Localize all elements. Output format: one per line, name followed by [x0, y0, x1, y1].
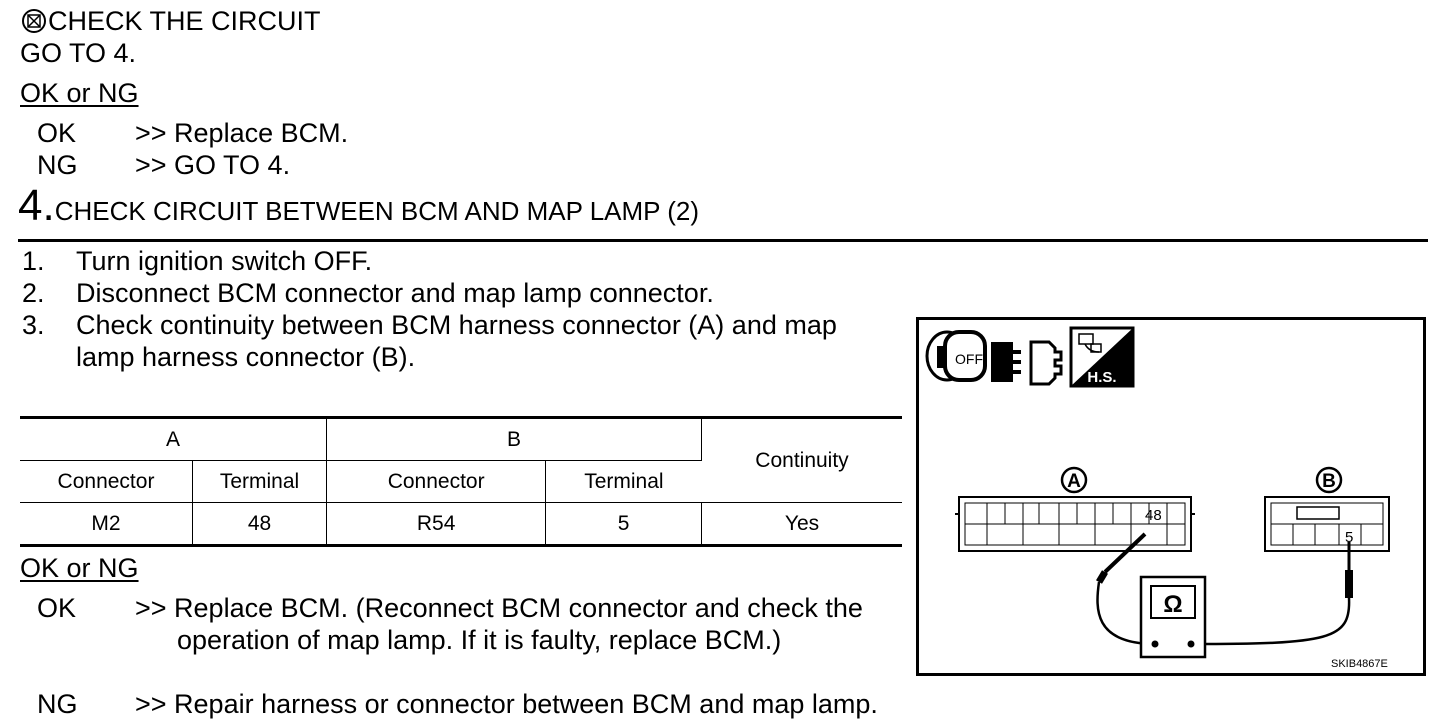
- terminal-48-label: 48: [1145, 507, 1162, 524]
- step4-ng-text: >> Repair harness or connector between B…: [135, 689, 878, 719]
- harness-side-icon: H.S.: [1069, 326, 1135, 388]
- prev-result-ok-text: >> Replace BCM.: [135, 118, 349, 148]
- figure-code: SKIB4867E: [1331, 658, 1388, 670]
- prev-ok-ng-label: OK or NG: [20, 78, 139, 108]
- instruction-2-num: 2.: [22, 278, 45, 308]
- hs-label: H.S.: [1087, 369, 1116, 386]
- instruction-1-num: 1.: [22, 246, 45, 276]
- prev-result-ok-key: OK: [37, 118, 77, 148]
- instruction-1-text: Turn ignition switch OFF.: [76, 246, 373, 276]
- cell-continuity: Yes: [701, 502, 902, 546]
- step4-ok-text-line2: operation of map lamp. If it is faulty, …: [177, 625, 782, 655]
- instruction-3-text-line2: lamp harness connector (B).: [76, 342, 416, 372]
- connector-a: A 48: [955, 466, 1195, 552]
- group-a-header: A: [20, 417, 327, 461]
- connector-b-label: B: [1322, 471, 1336, 492]
- prev-step-goto: GO TO 4.: [20, 38, 137, 68]
- sub-header-terminal-b: Terminal: [545, 460, 702, 503]
- cell-terminal-b: 5: [545, 502, 702, 546]
- step4-ok-text: >> Replace BCM. (Reconnect BCM connector…: [135, 593, 863, 623]
- instruction-3-num: 3.: [22, 310, 45, 340]
- connector-a-label: A: [1067, 471, 1081, 492]
- circle-x-icon: [22, 9, 46, 33]
- step4-ng-key: NG: [37, 689, 78, 719]
- prev-result-ng-key: NG: [37, 150, 78, 180]
- ohm-symbol: Ω: [1163, 591, 1182, 618]
- instruction-3-text: Check continuity between BCM harness con…: [76, 310, 837, 340]
- prev-step-title: CHECK THE CIRCUIT: [48, 6, 321, 36]
- step4-divider: [18, 239, 1428, 242]
- key-off-label: OFF: [955, 351, 983, 367]
- sub-header-terminal-a: Terminal: [192, 460, 327, 503]
- cell-connector-b: R54: [326, 502, 547, 546]
- terminal-5-label: 5: [1345, 529, 1353, 546]
- continuity-table: A B Continuity Connector Terminal Connec…: [20, 416, 902, 547]
- cell-connector-a: M2: [20, 502, 193, 546]
- step4-heading: 4.CHECK CIRCUIT BETWEEN BCM AND MAP LAMP…: [18, 184, 699, 228]
- circuit-diagram-svg: OFF H.S. A: [925, 326, 1390, 670]
- sub-header-connector-a: Connector: [20, 460, 193, 503]
- connector-b: B 5: [1264, 466, 1390, 552]
- sub-header-connector-b: Connector: [326, 460, 547, 503]
- step4-ok-ng-label: OK or NG: [20, 553, 139, 583]
- circuit-diagram: OFF H.S. A: [916, 317, 1426, 676]
- instruction-2-text: Disconnect BCM connector and map lamp co…: [76, 278, 714, 308]
- prev-step-heading: CHECK THE CIRCUIT: [20, 5, 321, 37]
- ohmmeter: Ω: [1139, 575, 1207, 659]
- step4-title: CHECK CIRCUIT BETWEEN BCM AND MAP LAMP (…: [54, 196, 700, 226]
- table-row: M2 48 R54 5 Yes: [20, 502, 902, 546]
- step4-number: 4.: [18, 181, 55, 230]
- continuity-header: Continuity: [701, 417, 902, 503]
- table-group-header-row: A B Continuity: [20, 417, 902, 503]
- group-b-header: B: [326, 417, 702, 461]
- test-leads: [1095, 532, 1353, 646]
- step4-ok-key: OK: [37, 593, 77, 623]
- cell-terminal-a: 48: [192, 502, 327, 546]
- connector-disconnect-icon: [991, 340, 1063, 386]
- ignition-key-off-icon: OFF: [925, 330, 987, 382]
- prev-result-ng-text: >> GO TO 4.: [135, 150, 291, 180]
